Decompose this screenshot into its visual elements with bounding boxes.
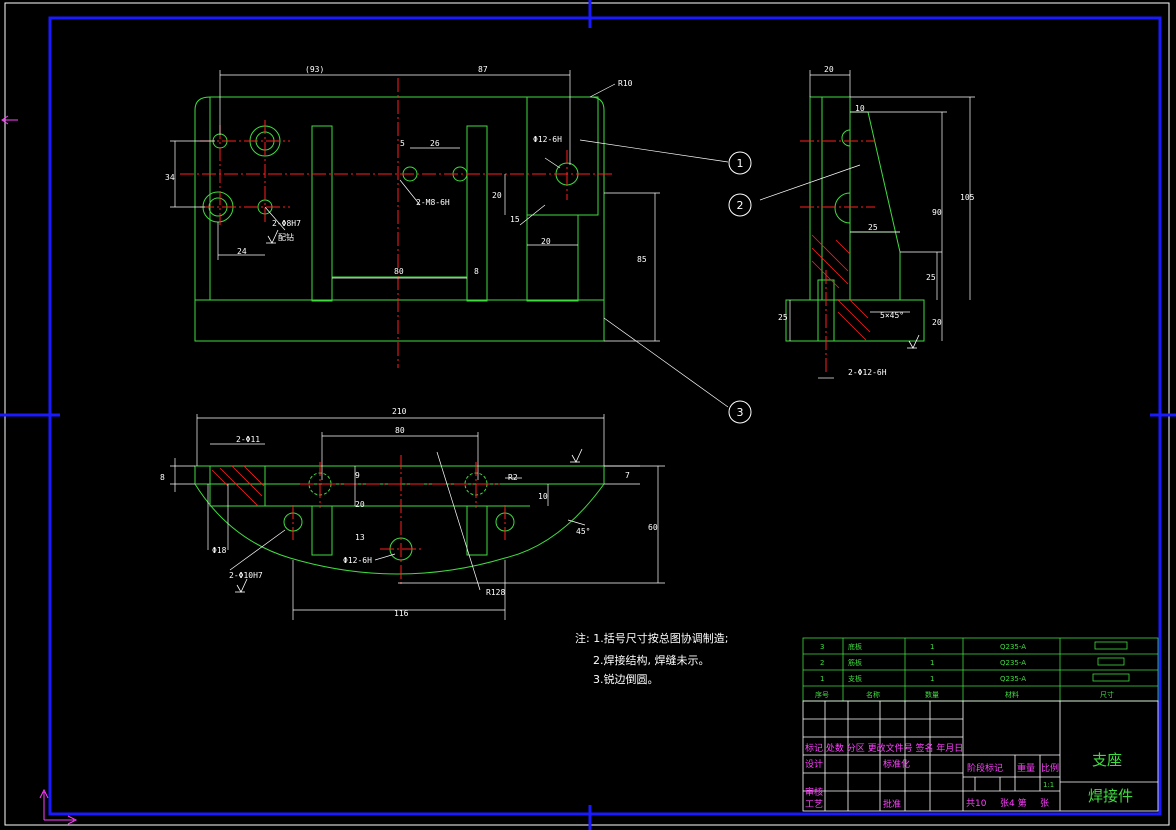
top-dim-8: 8	[160, 473, 165, 482]
top-dim-r2: R2	[508, 473, 518, 482]
side-dim-105: 105	[960, 193, 975, 202]
svg-text:序号: 序号	[815, 690, 829, 699]
left-edge-marker	[1, 115, 18, 125]
svg-text:1: 1	[930, 643, 934, 651]
side-dim-25b: 25	[926, 273, 936, 282]
top-dim-60: 60	[648, 523, 658, 532]
svg-text:1: 1	[737, 157, 744, 170]
part-name: 支座	[1092, 751, 1122, 769]
sheets-total: 共10	[966, 798, 987, 809]
dim-2-m8: 2-M8-6H	[416, 198, 450, 207]
svg-text:1: 1	[820, 675, 824, 683]
svg-text:支板: 支板	[848, 674, 862, 683]
design-label: 设计	[805, 758, 823, 770]
top-dim-10: 10	[538, 492, 548, 501]
process-label: 工艺	[805, 799, 823, 810]
dim-20b: 20	[541, 237, 551, 246]
note-3: 3.锐边倒圆。	[593, 672, 659, 686]
side-dim-10: 10	[855, 104, 865, 113]
svg-text:3: 3	[737, 406, 744, 419]
dim-8: 8	[474, 267, 479, 276]
scale-label: 比例	[1041, 762, 1059, 774]
side-dim-25c: 25	[778, 313, 788, 322]
drawing-title: 焊接件	[1088, 787, 1133, 805]
svg-text:Q235-A: Q235-A	[1000, 659, 1026, 667]
top-dim-r128: R128	[486, 588, 505, 597]
top-dim-116: 116	[394, 609, 409, 618]
ucs-axis-icon	[39, 788, 78, 825]
side-dim-phi12: 2-Φ12-6H	[848, 368, 887, 377]
dim-87: 87	[478, 65, 488, 74]
svg-text:底板: 底板	[848, 642, 862, 651]
side-dim-20: 20	[824, 65, 834, 74]
side-view: 20 10 105 90 25 25 25 20 5×45° 2-Φ12-6H	[759, 65, 975, 379]
svg-text:材料: 材料	[1005, 690, 1019, 699]
svg-text:数量: 数量	[925, 690, 939, 699]
top-dim-phi10: 2-Φ10H7	[229, 571, 263, 580]
parts-list: 3 底板 1 Q235-A 2 筋板 1 Q235-A 1 支板 1 Q235-…	[802, 637, 1159, 702]
top-dim-9: 9	[355, 471, 360, 480]
svg-text:1: 1	[930, 659, 934, 667]
top-dim-210: 210	[392, 407, 407, 416]
top-dim-phi12: Φ12-6H	[343, 556, 372, 565]
top-dim-80: 80	[395, 426, 405, 435]
svg-text:名称: 名称	[866, 690, 880, 699]
dim-15: 15	[510, 215, 520, 224]
balloon-2: 2	[728, 193, 752, 217]
balloon-3: 3	[728, 400, 752, 424]
svg-text:Q235-A: Q235-A	[1000, 675, 1026, 683]
dim-24: 24	[237, 247, 247, 256]
side-dim-90: 90	[932, 208, 942, 217]
dim-20a: 20	[492, 191, 502, 200]
dim-93: (93)	[305, 65, 324, 74]
title-block: 标记 处数 分区 更改文件号 签名 年月日 设计 标准化 审核 工艺 批准 阶段…	[802, 700, 1159, 812]
note-1: 注: 1.括号尺寸按总图协调制造;	[575, 631, 728, 645]
svg-text:Q235-A: Q235-A	[1000, 643, 1026, 651]
approve-label: 批准	[883, 798, 901, 810]
balloon-1: 1	[728, 151, 752, 175]
top-dim-phi18: Φ18	[212, 546, 227, 555]
svg-text:尺寸: 尺寸	[1100, 690, 1114, 699]
dim-34: 34	[165, 173, 175, 182]
svg-text:2: 2	[820, 659, 824, 667]
revision-header: 标记 处数 分区 更改文件号 签名 年月日	[805, 742, 963, 754]
note-2: 2.焊接结构, 焊缝未示。	[593, 653, 710, 667]
svg-text:筋板: 筋板	[848, 658, 862, 667]
top-dim-20: 20	[355, 500, 365, 509]
dim-pin-note: 配钻	[278, 232, 294, 242]
dim-80: 80	[394, 267, 404, 276]
top-dim-7: 7	[625, 471, 630, 480]
svg-text:2: 2	[737, 199, 744, 212]
dim-26: 26	[430, 139, 440, 148]
weight-label: 重量	[1017, 762, 1035, 774]
svg-text:1: 1	[930, 675, 934, 683]
top-view: 210 2-Φ11 80 8 7 R2 9 20 10 13 60 45° Φ1…	[160, 407, 665, 620]
dim-pin: 2-Φ8H7	[272, 219, 301, 228]
top-dim-phi11: 2-Φ11	[236, 435, 260, 444]
scale-value: 1:1	[1043, 781, 1054, 789]
dim-r10: R10	[618, 79, 633, 88]
roughness-symbol-icon	[235, 229, 920, 593]
sheet-number: 张4 第	[1000, 797, 1027, 809]
side-dim-20b: 20	[932, 318, 942, 327]
dim-5: 5	[400, 139, 405, 148]
side-dim-25a: 25	[868, 223, 878, 232]
dim-85: 85	[637, 255, 647, 264]
front-view: (93) 87 R10 34 5 26 Φ12-6H 2-M8-6H 20 15…	[165, 65, 729, 408]
svg-text:3: 3	[820, 643, 824, 651]
side-dim-chamfer: 5×45°	[880, 311, 904, 320]
sheet-unit: 张	[1040, 798, 1049, 809]
top-dim-45: 45°	[576, 527, 590, 536]
review-label: 审核	[805, 786, 823, 798]
stage-label: 阶段标记	[967, 762, 1003, 774]
standard-label: 标准化	[883, 758, 910, 770]
top-dim-13: 13	[355, 533, 365, 542]
dim-phi12: Φ12-6H	[533, 135, 562, 144]
